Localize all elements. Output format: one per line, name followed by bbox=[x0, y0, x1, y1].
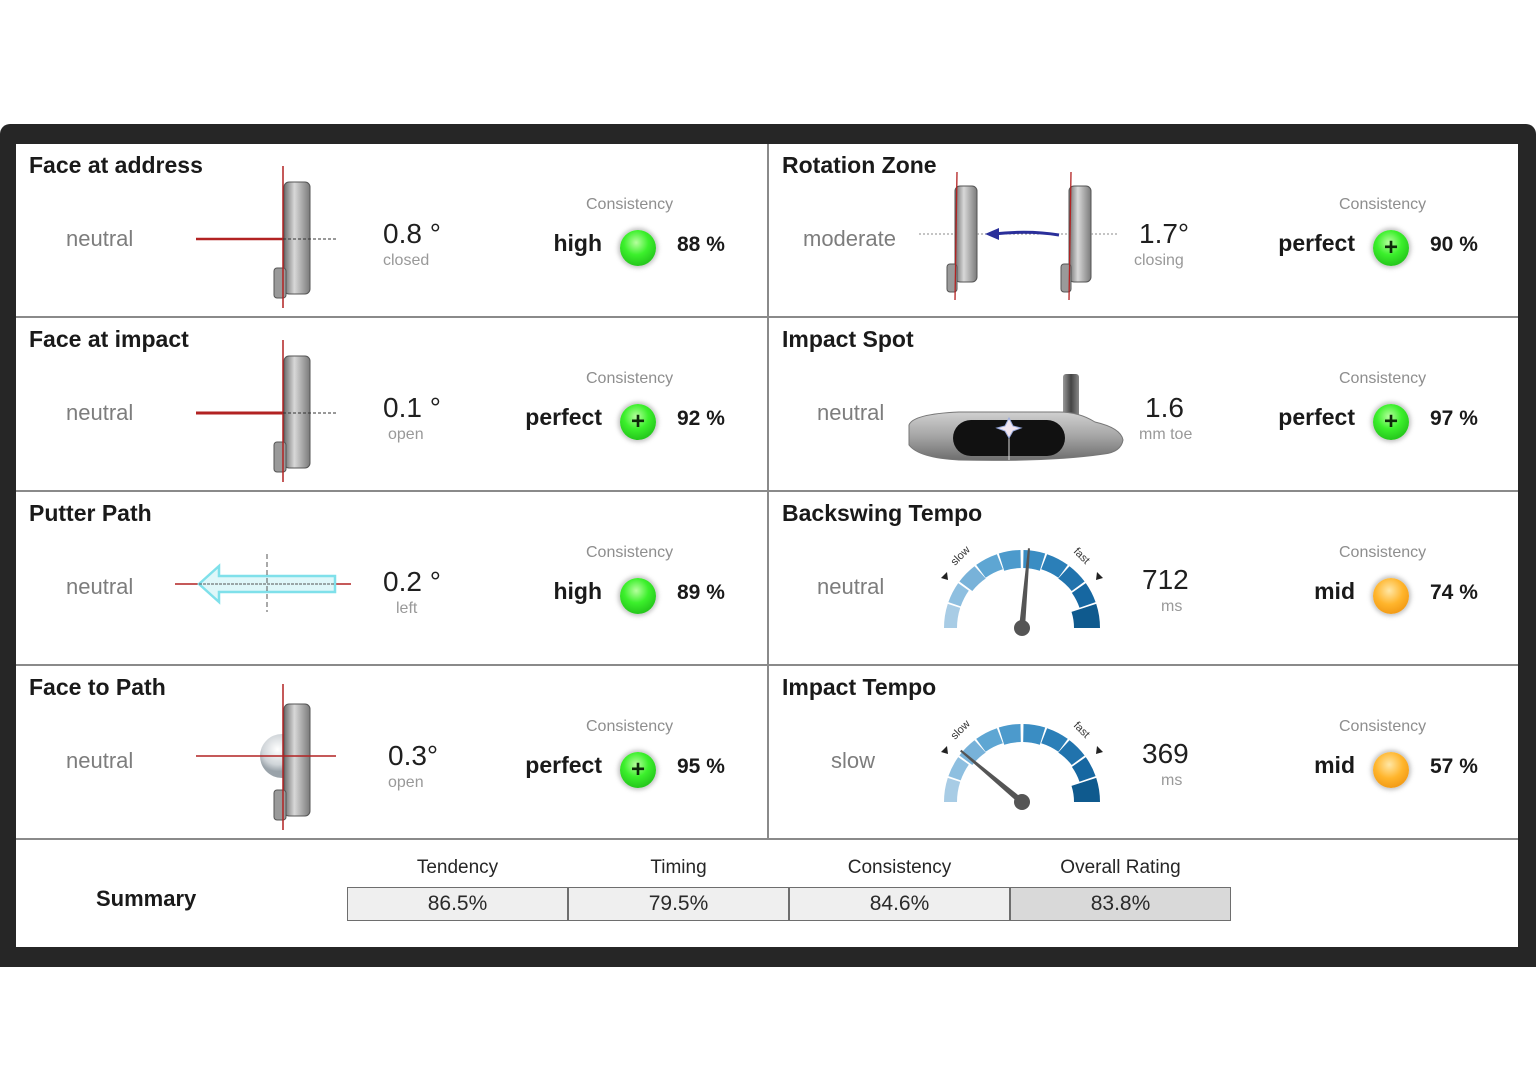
putting-report-panel: Face at address neutral 0.8 ° closed Con… bbox=[16, 144, 1518, 947]
gauge-slow-label: slow bbox=[949, 544, 973, 568]
metric-face-at-address: Face at address neutral 0.8 ° closed Con… bbox=[16, 144, 767, 318]
metric-value: 369 bbox=[1142, 738, 1189, 769]
summary-value-consistency: 84.6% bbox=[789, 887, 1010, 921]
gauge-fast-label: fast bbox=[1071, 720, 1092, 741]
metric-value: 0.1 ° bbox=[383, 392, 441, 423]
status-mid-icon bbox=[1373, 752, 1409, 788]
consistency-percent: 57 % bbox=[1430, 755, 1478, 778]
consistency-rating: perfect bbox=[1278, 230, 1355, 256]
summary-value-overall: 83.8% bbox=[1010, 887, 1231, 921]
tendency-label: neutral bbox=[817, 400, 885, 425]
status-perfect-icon: + bbox=[1373, 230, 1409, 266]
consistency-rating: high bbox=[553, 578, 602, 604]
metric-unit: ms bbox=[1161, 598, 1183, 615]
putter-ball-icon bbox=[196, 684, 336, 830]
consistency-label: Consistency bbox=[1339, 370, 1427, 387]
metrics-grid: Face at address neutral 0.8 ° closed Con… bbox=[16, 144, 1518, 844]
metric-unit: closed bbox=[383, 252, 430, 269]
consistency-rating: perfect bbox=[525, 752, 602, 778]
consistency-rating: mid bbox=[1314, 752, 1355, 778]
status-perfect-icon: + bbox=[620, 404, 656, 440]
report-frame: Face at address neutral 0.8 ° closed Con… bbox=[0, 124, 1536, 967]
metric-title: Face to Path bbox=[29, 674, 166, 700]
consistency-percent: 74 % bbox=[1430, 581, 1478, 604]
metric-value: 0.8 ° bbox=[383, 218, 441, 249]
metric-title: Rotation Zone bbox=[782, 152, 937, 178]
metric-impact-spot: Impact Spot neutral 1.6 mm toe Consisten… bbox=[767, 318, 1518, 492]
metric-title: Face at impact bbox=[29, 326, 189, 352]
metric-unit: mm toe bbox=[1139, 426, 1193, 443]
consistency-percent: 95 % bbox=[677, 755, 725, 778]
metric-impact-tempo: Impact Tempo slow bbox=[767, 666, 1518, 840]
consistency-percent: 88 % bbox=[677, 233, 725, 256]
summary-header-timing: Timing bbox=[650, 857, 707, 878]
consistency-label: Consistency bbox=[586, 544, 674, 561]
status-green-icon bbox=[620, 230, 656, 266]
gauge-fast-label: fast bbox=[1071, 546, 1092, 567]
tendency-label: neutral bbox=[66, 226, 134, 251]
metric-value: 712 bbox=[1142, 564, 1189, 595]
status-perfect-icon: + bbox=[620, 752, 656, 788]
consistency-percent: 97 % bbox=[1430, 407, 1478, 430]
consistency-percent: 89 % bbox=[677, 581, 725, 604]
consistency-rating: high bbox=[553, 230, 602, 256]
metric-title: Backswing Tempo bbox=[782, 500, 983, 526]
tempo-gauge-icon: slow fast bbox=[941, 718, 1103, 810]
metric-unit: ms bbox=[1161, 772, 1183, 789]
consistency-label: Consistency bbox=[1339, 718, 1427, 735]
metric-putter-path: Putter Path neutral 0.2 ° left Consisten… bbox=[16, 492, 767, 666]
metric-face-at-impact: Face at impact neutral 0.1 ° open Consis… bbox=[16, 318, 767, 492]
consistency-rating: perfect bbox=[1278, 404, 1355, 430]
putter-head-icon bbox=[908, 374, 1124, 461]
metric-title: Putter Path bbox=[29, 500, 152, 526]
consistency-label: Consistency bbox=[1339, 544, 1427, 561]
status-green-icon bbox=[620, 578, 656, 614]
consistency-percent: 92 % bbox=[677, 407, 725, 430]
tendency-label: moderate bbox=[803, 226, 896, 251]
metric-title: Impact Tempo bbox=[782, 674, 937, 700]
rotation-icon bbox=[919, 171, 1119, 301]
tendency-label: slow bbox=[831, 748, 876, 773]
metric-rotation-zone: Rotation Zone moderate 1.7° bbox=[767, 144, 1518, 318]
consistency-label: Consistency bbox=[586, 196, 674, 213]
consistency-label: Consistency bbox=[1339, 196, 1427, 213]
status-mid-icon bbox=[1373, 578, 1409, 614]
tendency-label: neutral bbox=[66, 400, 134, 425]
tendency-label: neutral bbox=[66, 574, 134, 599]
metric-value: 0.3° bbox=[388, 740, 439, 771]
status-perfect-icon: + bbox=[1373, 404, 1409, 440]
metric-title: Impact Spot bbox=[782, 326, 914, 352]
metric-value: 1.6 bbox=[1145, 392, 1184, 423]
consistency-label: Consistency bbox=[586, 370, 674, 387]
path-arrow-icon bbox=[175, 554, 351, 612]
metric-unit: closing bbox=[1134, 252, 1184, 269]
summary-value-timing: 79.5% bbox=[568, 887, 789, 921]
metric-unit: left bbox=[396, 600, 418, 617]
summary-value-tendency: 86.5% bbox=[347, 887, 568, 921]
consistency-label: Consistency bbox=[586, 718, 674, 735]
tempo-gauge-icon: slow fast bbox=[941, 544, 1103, 636]
summary-header-consistency: Consistency bbox=[847, 857, 952, 878]
tendency-label: neutral bbox=[66, 748, 134, 773]
summary-label: Summary bbox=[96, 886, 197, 911]
summary-section: Summary Tendency Timing Consistency Over… bbox=[16, 844, 1518, 947]
consistency-rating: mid bbox=[1314, 578, 1355, 604]
consistency-percent: 90 % bbox=[1430, 233, 1478, 256]
metric-value: 0.2 ° bbox=[383, 566, 441, 597]
tendency-label: neutral bbox=[817, 574, 885, 599]
consistency-rating: perfect bbox=[525, 404, 602, 430]
metric-value: 1.7° bbox=[1139, 218, 1190, 249]
putter-face-icon bbox=[196, 340, 336, 482]
metric-unit: open bbox=[388, 426, 424, 443]
putter-face-icon bbox=[196, 166, 336, 308]
summary-header-tendency: Tendency bbox=[416, 857, 499, 878]
summary-header-overall: Overall Rating bbox=[1060, 857, 1181, 878]
metric-face-to-path: Face to Path neutral 0.3° open Consisten… bbox=[16, 666, 767, 840]
gauge-slow-label: slow bbox=[949, 718, 973, 742]
metric-title: Face at address bbox=[29, 152, 203, 178]
metric-unit: open bbox=[388, 774, 424, 791]
metric-backswing-tempo: Backswing Tempo neutral bbox=[767, 492, 1518, 666]
